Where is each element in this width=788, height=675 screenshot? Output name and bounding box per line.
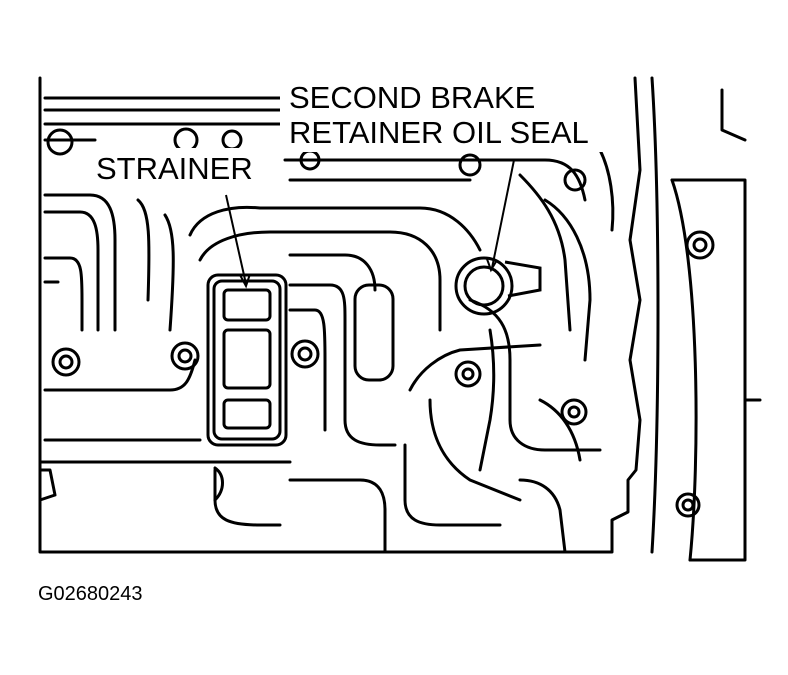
second-brake-label-line2: RETAINER OIL SEAL (289, 115, 589, 150)
passage-right-2 (543, 198, 592, 362)
passage-left-1 (43, 193, 117, 332)
bolt-hole-inner (58, 354, 74, 370)
bolt-hole-inner (692, 237, 708, 253)
bolt-hole (675, 492, 701, 518)
passage-left-2 (43, 210, 100, 332)
passage-right-4 (478, 328, 496, 472)
casting-outline (38, 76, 642, 554)
bolt-hole (290, 339, 320, 369)
bolt-holes (46, 127, 715, 518)
strainer-cell-top (222, 288, 272, 322)
second-brake-oil-seal (454, 256, 542, 316)
bolt-hole (170, 341, 200, 371)
bolt-hole-inner (567, 405, 581, 419)
oil-seal-inner (463, 265, 505, 307)
case-top-stub (720, 88, 747, 142)
bolt-hole-inner (177, 348, 193, 364)
passage-center-8 (428, 398, 522, 502)
bolt-hole (563, 168, 587, 192)
strainer-label: STRAINER (96, 151, 253, 186)
case-flange-line (670, 178, 747, 562)
bottom-notch (38, 468, 57, 502)
bolt-hole (51, 347, 81, 377)
oil-seal-tab (504, 260, 542, 298)
bolt-hole (173, 127, 199, 153)
passage-right-1 (518, 173, 572, 332)
passage-center-10 (213, 468, 282, 527)
passage-center-5 (288, 308, 327, 432)
label-backdrop (280, 80, 610, 152)
strainer (206, 273, 288, 447)
oil-seal-leader-arrow (486, 258, 498, 273)
bolt-hole (685, 230, 715, 260)
strainer-outer (206, 273, 288, 447)
passage-left-5 (136, 198, 151, 302)
bolt-hole (46, 128, 74, 156)
bolt-hole-inner (297, 346, 313, 362)
passage-left-3 (43, 256, 84, 332)
passage-center-7 (403, 443, 502, 527)
bolt-hole (454, 360, 482, 388)
leader-lines (225, 159, 515, 289)
figure-id: G02680243 (38, 583, 143, 605)
strainer-leader (225, 194, 247, 285)
passage-left-6 (163, 213, 175, 332)
strainer-cell-bottom (222, 398, 272, 430)
bolt-hole-inner (461, 367, 475, 381)
passage-right-6 (598, 148, 615, 232)
passage-center-4 (288, 283, 397, 447)
strainer-leader-arrow (239, 273, 251, 289)
bolt-hole (560, 398, 588, 426)
passage-center-9 (288, 478, 387, 554)
passage-top-5 (283, 158, 587, 202)
strainer-cell-middle (222, 328, 272, 390)
oil-seal-leader (491, 159, 515, 269)
passage-right-5 (518, 478, 567, 554)
passage-center-1 (188, 205, 482, 252)
label-backdrop (92, 148, 278, 188)
bolt-hole-inner (681, 498, 695, 512)
passage-right-7 (538, 398, 582, 462)
casting-right-edge (650, 76, 660, 554)
bolt-hole (221, 129, 243, 151)
passage-center-2 (198, 230, 442, 332)
passage-center-6 (408, 343, 542, 392)
bottom-stub (213, 466, 224, 502)
passage-center-slot (353, 283, 395, 382)
bolt-hole (458, 153, 482, 177)
second-brake-label-line1: SECOND BRAKE (289, 80, 535, 115)
oil-seal-outer (454, 256, 514, 316)
